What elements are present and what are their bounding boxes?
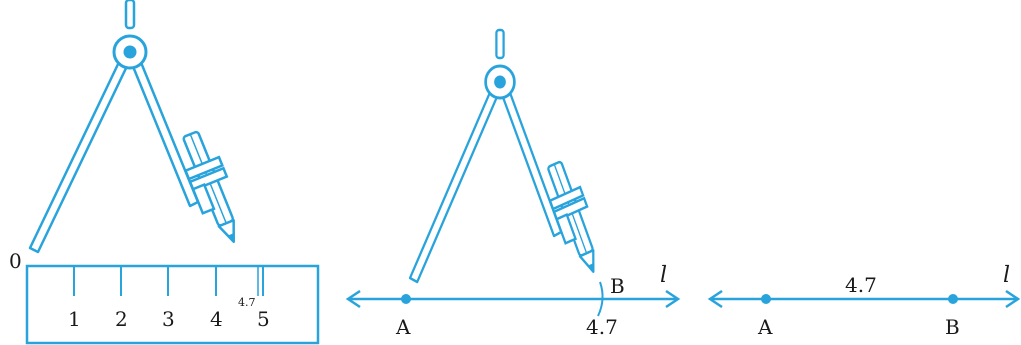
length-label: 4.7 [586,315,618,339]
ruler-number-4: 4 [210,307,223,331]
point-b-label: B [610,274,625,298]
arrow-left-icon [345,289,361,309]
ruler-zero-label: 0 [9,249,22,273]
ruler-number-5: 5 [257,307,270,331]
arrow-right-icon [1005,289,1021,309]
arc-mark [597,281,604,317]
ruler [25,264,320,345]
point-a-label: A [757,315,773,339]
point-a-label: A [395,315,411,339]
point-a-dot [401,294,411,304]
ruler-number-1: 1 [68,307,81,331]
arrow-right-icon [665,289,681,309]
point-b-label: B [945,315,960,339]
ruler-number-2: 2 [115,307,128,331]
figure-1-compass-on-ruler: 0 1 2 3 4 5 4.7 [9,0,320,345]
line-l-label: l [1003,263,1010,288]
ruler-ticks [73,266,264,296]
figure-2-compass-on-line: A B l 4.7 [345,28,681,339]
point-b-dot [948,294,958,304]
arrow-left-icon [707,289,723,309]
compass-icon [28,0,252,254]
compass-icon [408,28,610,284]
ruler-mark-label: 4.7 [238,296,256,309]
length-label: 4.7 [845,273,877,297]
point-a-dot [761,294,771,304]
line-l-label: l [660,263,667,288]
figure-3-segment-ab: A B 4.7 l [707,263,1021,339]
ruler-number-3: 3 [162,307,175,331]
